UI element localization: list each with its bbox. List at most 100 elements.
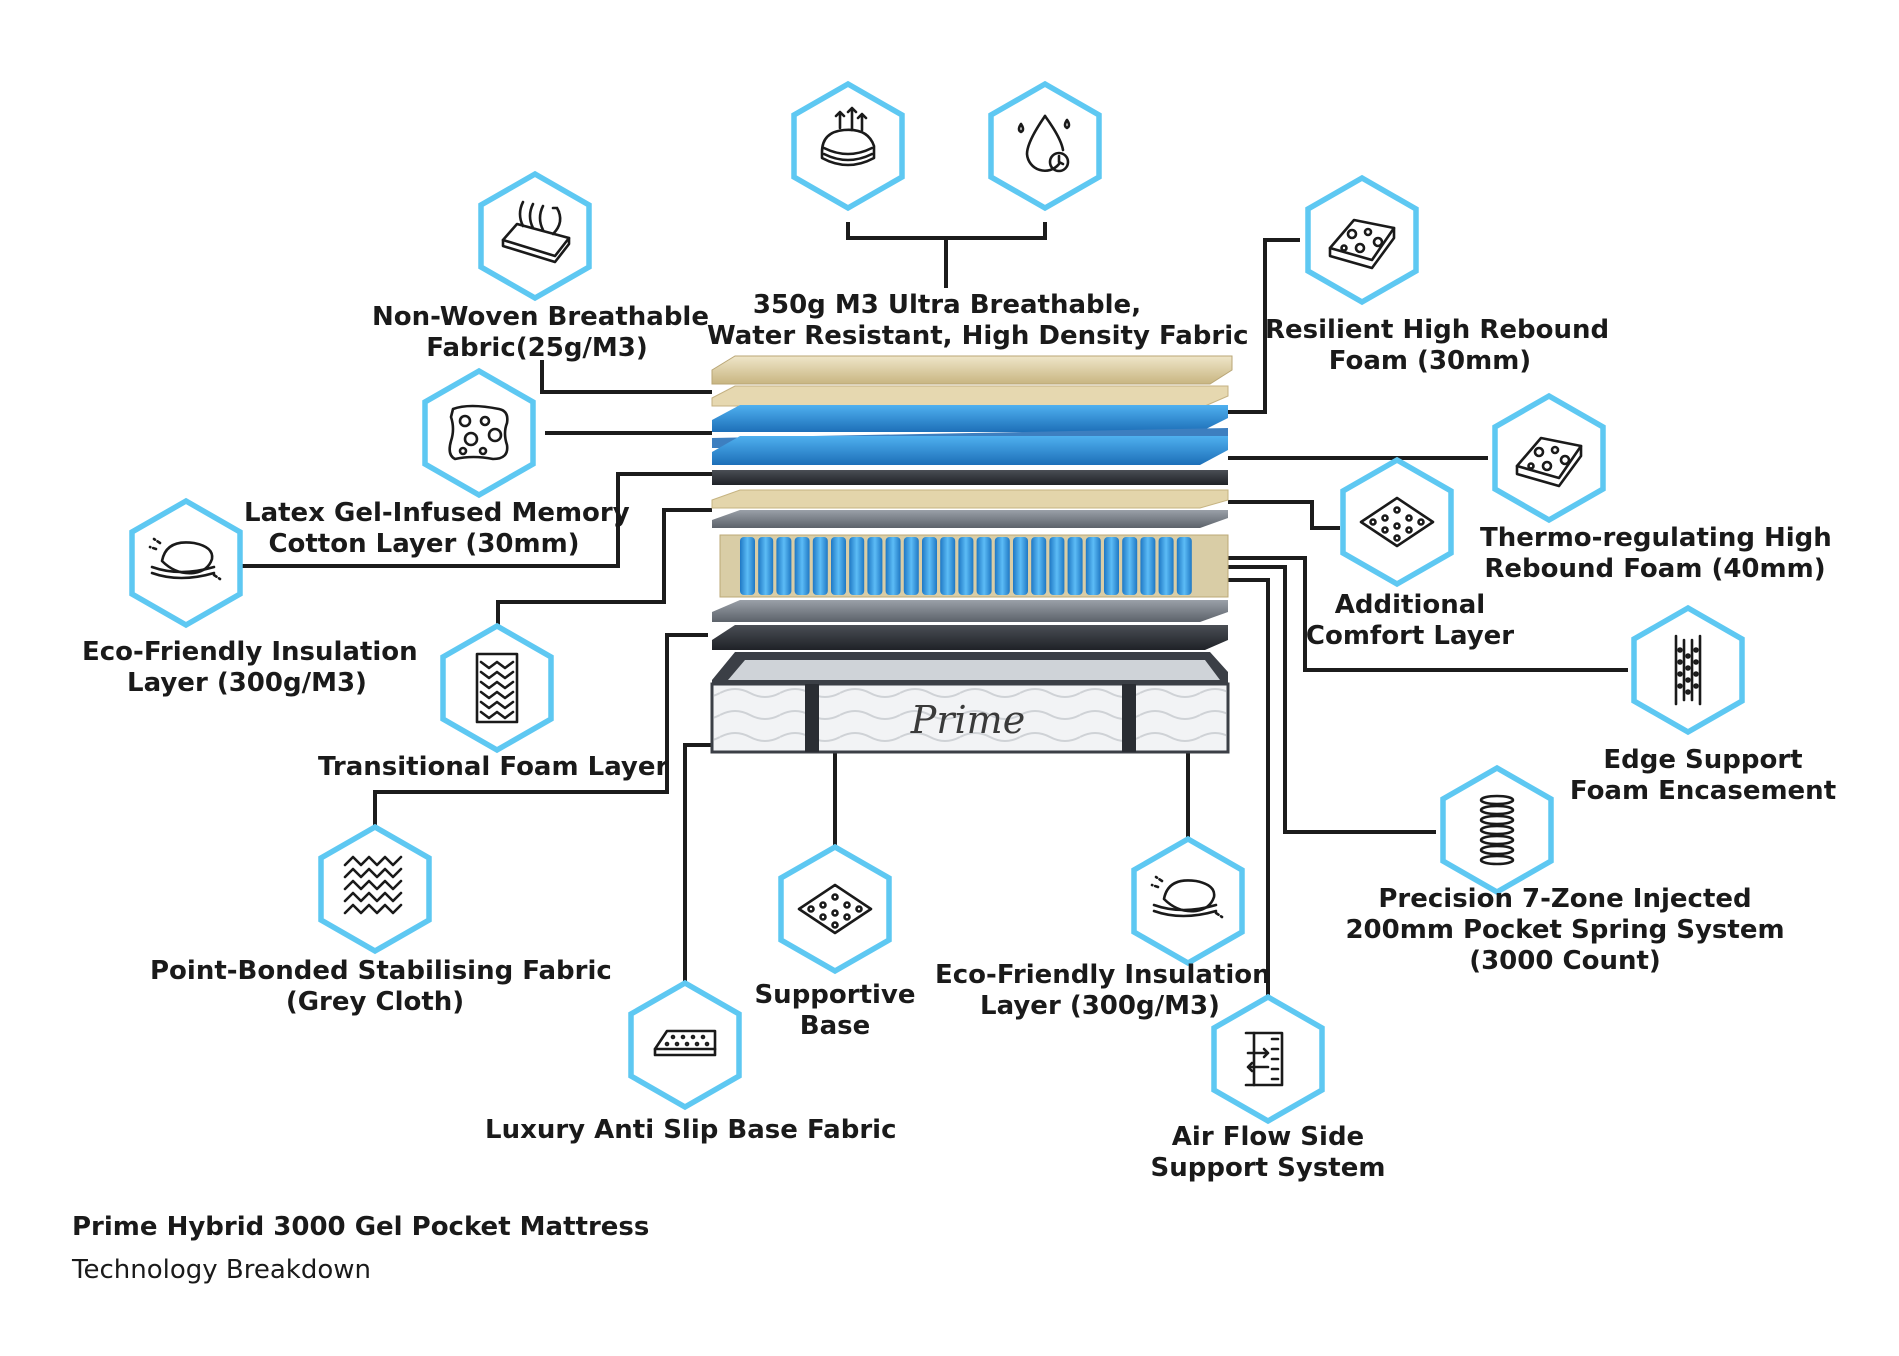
pocket-spring xyxy=(758,537,774,595)
leader-precision xyxy=(1228,565,1436,834)
footer-subtitle: Technology Breakdown xyxy=(72,1255,371,1285)
label-line: Supportive xyxy=(754,980,916,1010)
label-insulation-left: Eco-Friendly Insulation Layer (300g/M3) xyxy=(82,637,418,699)
leader-edge xyxy=(1228,556,1628,672)
layer-insulation-dark xyxy=(712,470,1228,485)
label-line: Luxury Anti Slip Base Fabric xyxy=(485,1115,897,1145)
pocket-spring xyxy=(1158,537,1174,595)
leader-point-bonded xyxy=(373,633,708,828)
sponge-icon xyxy=(1305,174,1419,306)
leader-anti-slip xyxy=(683,743,712,985)
label-line: Eco-Friendly Insulation xyxy=(935,960,1271,990)
label-line: 350g M3 Ultra Breathable, xyxy=(752,290,1142,320)
pocket-spring xyxy=(940,537,956,595)
label-edge: Edge Support Foam Encasement xyxy=(1563,745,1843,807)
water-drop-clock-icon xyxy=(988,80,1102,212)
label-line: Eco-Friendly Insulation xyxy=(82,637,418,667)
label-line: Base xyxy=(799,1011,871,1041)
label-line: Latex Gel-Infused Memory xyxy=(244,498,630,528)
pocket-spring xyxy=(1067,537,1083,595)
mattress-stack: Prime xyxy=(710,355,1233,754)
label-line: Rebound Foam (40mm) xyxy=(1484,554,1826,584)
leader-top-fabric xyxy=(846,222,1047,240)
pocket-spring xyxy=(885,537,901,595)
pocket-spring xyxy=(1013,537,1028,595)
pocket-spring xyxy=(1104,537,1119,595)
brand-logo: Prime xyxy=(910,698,1025,742)
label-line: Non-Woven Breathable xyxy=(372,302,709,332)
label-line: (Grey Cloth) xyxy=(285,987,465,1017)
air-flow-icon xyxy=(1211,993,1325,1125)
label-line: Comfort Layer xyxy=(1305,621,1515,651)
pocket-spring xyxy=(794,537,810,595)
label-line: Layer (300g/M3) xyxy=(127,668,367,698)
layer-comfort-beige xyxy=(711,489,1229,509)
layer-transitional-grey xyxy=(712,510,1228,528)
coil-spring-icon xyxy=(1440,764,1554,896)
base-handle-left xyxy=(805,684,819,752)
label-line: Thermo-regulating High xyxy=(1480,523,1832,553)
label-line: Water Resistant, High Density Fabric xyxy=(707,321,1249,351)
label-line: (3000 Count) xyxy=(1469,946,1661,976)
leader-lines xyxy=(242,222,1628,998)
label-latex-gel: Latex Gel-Infused Memory Cotton Layer (3… xyxy=(244,498,630,560)
insulation-pad-icon xyxy=(1131,835,1245,967)
edge-foam-icon xyxy=(1631,604,1745,736)
spring-mesh-icon xyxy=(440,622,554,754)
fabric-breathe-icon xyxy=(791,80,905,212)
footer-title: Prime Hybrid 3000 Gel Pocket Mattress xyxy=(72,1212,650,1242)
hexagon-icons xyxy=(129,80,1745,1125)
label-line: Foam (30mm) xyxy=(1328,346,1532,376)
leader-comfort xyxy=(1228,500,1340,530)
label-precision: Precision 7-Zone Injected 200mm Pocket S… xyxy=(1340,884,1790,977)
label-line: Cotton Layer (30mm) xyxy=(268,529,580,559)
label-line: Air Flow Side xyxy=(1171,1122,1365,1152)
pocket-spring xyxy=(1122,537,1138,595)
label-line: Edge Support xyxy=(1603,745,1803,775)
label-non-woven: Non-Woven Breathable Fabric(25g/M3) xyxy=(372,302,709,364)
pocket-spring xyxy=(994,537,1010,595)
label-top-fabric: 350g M3 Ultra Breathable, Water Resistan… xyxy=(707,290,1249,352)
pocket-spring xyxy=(776,537,792,595)
layer-anti-slip-base xyxy=(712,625,1228,650)
pocket-spring xyxy=(903,537,919,595)
fabric-airflow-icon xyxy=(478,170,592,302)
label-line: Resilient High Rebound xyxy=(1265,315,1610,345)
leader-resilient xyxy=(1228,238,1300,414)
label-line: Fabric(25g/M3) xyxy=(426,333,648,363)
label-line: 200mm Pocket Spring System xyxy=(1345,915,1785,945)
pocket-spring xyxy=(812,537,828,595)
layer-top-fabric xyxy=(711,355,1233,385)
label-air-flow: Air Flow Side Support System xyxy=(1133,1122,1403,1184)
label-insulation-bottom: Eco-Friendly Insulation Layer (300g/M3) xyxy=(935,960,1271,1022)
base-handle-right xyxy=(1122,684,1136,752)
label-line: Point-Bonded Stabilising Fabric xyxy=(150,956,612,986)
pocket-spring xyxy=(958,537,974,595)
pocket-spring xyxy=(1176,537,1192,595)
label-line: Foam Encasement xyxy=(1569,776,1837,806)
layer-non-woven xyxy=(711,385,1229,407)
layer-resilient-foam xyxy=(712,405,1228,432)
label-thermo: Thermo-regulating High Rebound Foam (40m… xyxy=(1480,523,1832,585)
dot-grid-icon xyxy=(778,843,892,975)
label-point-bonded: Point-Bonded Stabilising Fabric (Grey Cl… xyxy=(150,956,612,1018)
pocket-spring xyxy=(1140,537,1156,595)
dot-grid-icon xyxy=(1340,456,1454,588)
label-supportive-base: Supportive Base xyxy=(735,980,935,1042)
zigzag-fabric-icon xyxy=(318,823,432,955)
layer-point-bonded-fabric xyxy=(712,600,1228,622)
label-line: Layer (300g/M3) xyxy=(980,991,1220,1021)
pocket-spring xyxy=(849,537,865,595)
leader-insulation-left xyxy=(242,472,712,568)
label-anti-slip: Luxury Anti Slip Base Fabric xyxy=(485,1115,897,1146)
label-line: Precision 7-Zone Injected xyxy=(1378,884,1752,914)
sponge-icon xyxy=(1492,392,1606,524)
label-line: Additional xyxy=(1334,590,1486,620)
layer-thermo-foam xyxy=(712,436,1228,465)
label-resilient: Resilient High Rebound Foam (30mm) xyxy=(1265,315,1610,377)
base-waves xyxy=(714,686,1226,750)
pocket-spring xyxy=(867,537,883,595)
sponge-icon xyxy=(422,367,536,499)
pocket-spring xyxy=(831,537,846,595)
